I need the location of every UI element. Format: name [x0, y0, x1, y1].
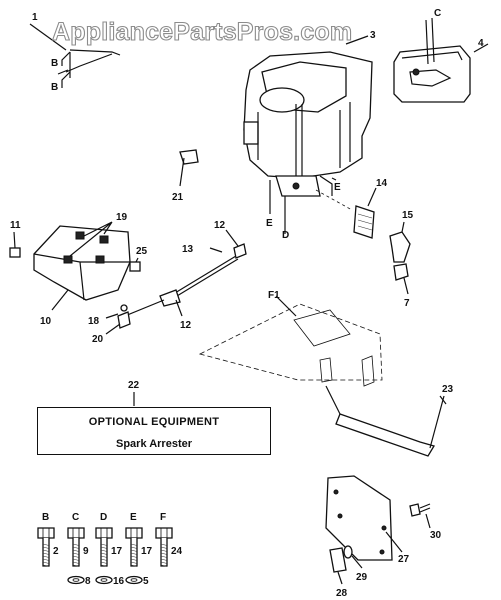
- bolt-shank: [130, 538, 138, 567]
- washer-part-number: 8: [85, 576, 91, 587]
- bolt-head-letter: D: [100, 512, 107, 523]
- bolt-d: D 17 16: [95, 512, 125, 587]
- callout-13: 13: [182, 244, 194, 255]
- callout-25: 25: [136, 246, 148, 257]
- part-11-nut: [9, 231, 21, 258]
- optional-equipment-title: OPTIONAL EQUIPMENT: [88, 416, 220, 428]
- bolt-e: E 17 5: [125, 512, 153, 587]
- bolt-shank: [100, 538, 108, 567]
- part-3-engine: [243, 35, 373, 234]
- bolt-head: [155, 527, 173, 539]
- callout-3: 3: [370, 30, 376, 41]
- bolt-head-letter: F: [160, 512, 166, 523]
- callout-1: 1: [32, 12, 38, 23]
- part-4-muffler: [393, 17, 489, 103]
- callout-14: 14: [376, 178, 388, 189]
- bolt-shank: [42, 538, 50, 567]
- bolt-c: C 9 8: [67, 512, 91, 587]
- bolt-shank: [72, 538, 80, 567]
- callout-22: 22: [128, 380, 140, 391]
- bolt-part-number: 17: [141, 546, 153, 557]
- callout-23: 23: [442, 384, 454, 395]
- bolt-head-letter: B: [42, 512, 49, 523]
- part-1-bracket: [29, 23, 121, 88]
- part-15-elbow: [389, 221, 411, 263]
- washer-part-number: 5: [143, 576, 149, 587]
- part-14-exhaust-pipe: [353, 187, 377, 239]
- letter-b-lower: B: [51, 82, 58, 93]
- washer: [67, 575, 85, 585]
- callout-19: 19: [116, 212, 128, 223]
- letter-b-upper: B: [51, 58, 58, 69]
- part-23-plate: [325, 385, 447, 457]
- callout-15: 15: [402, 210, 414, 221]
- letter-e-engine: E: [334, 182, 341, 193]
- letter-c: C: [434, 8, 441, 19]
- bolt-part-number: 9: [83, 546, 89, 557]
- washer: [125, 575, 143, 585]
- callout-29: 29: [356, 572, 368, 583]
- bolt-head: [125, 527, 143, 539]
- part-7-nut: [393, 263, 409, 295]
- optional-equipment-box: OPTIONAL EQUIPMENT Spark Arrester: [37, 407, 271, 455]
- letter-e-lower: E: [266, 218, 273, 229]
- part-25-nut: [129, 257, 141, 272]
- callout-4: 4: [478, 38, 484, 49]
- part-13-rod: [105, 229, 247, 335]
- bolt-part-number: 2: [53, 546, 59, 557]
- washer: [95, 575, 113, 585]
- bolt-head-letter: E: [130, 512, 137, 523]
- part-f1-panel: [198, 295, 383, 387]
- part-10-mount-block: [33, 221, 131, 311]
- letter-f1: F1: [268, 290, 280, 301]
- bolt-head: [37, 527, 55, 539]
- part-21-clip: [179, 149, 199, 187]
- callout-12-upper: 12: [214, 220, 226, 231]
- bolt-b: B2: [37, 512, 59, 567]
- bolt-f: F 24: [155, 512, 183, 567]
- letter-d: D: [282, 230, 289, 241]
- callout-21: 21: [172, 192, 184, 203]
- callout-20: 20: [92, 334, 104, 345]
- bolt-part-number: 24: [171, 546, 183, 557]
- bolt-head: [67, 527, 85, 539]
- part-27-spark-arrester: [325, 475, 403, 561]
- spark-arrester-label: Spark Arrester: [115, 438, 193, 450]
- callout-18: 18: [88, 316, 100, 327]
- bolt-head-letter: C: [72, 512, 79, 523]
- callout-27: 27: [398, 554, 410, 565]
- bolt-shank: [160, 538, 168, 567]
- callout-12-lower: 12: [180, 320, 192, 331]
- part-29-washer: [343, 545, 363, 569]
- callout-30: 30: [430, 530, 442, 541]
- watermark: AppliancePartsPros.com: [52, 18, 352, 46]
- callout-11: 11: [10, 220, 21, 231]
- bolt-head: [95, 527, 113, 539]
- washer-part-number: 16: [113, 576, 125, 587]
- part-30-screw: [409, 503, 431, 529]
- callout-7: 7: [404, 298, 410, 309]
- part-28-bracket: [329, 547, 347, 585]
- bolt-part-number: 17: [111, 546, 123, 557]
- callout-10: 10: [40, 316, 52, 327]
- callout-28: 28: [336, 588, 348, 599]
